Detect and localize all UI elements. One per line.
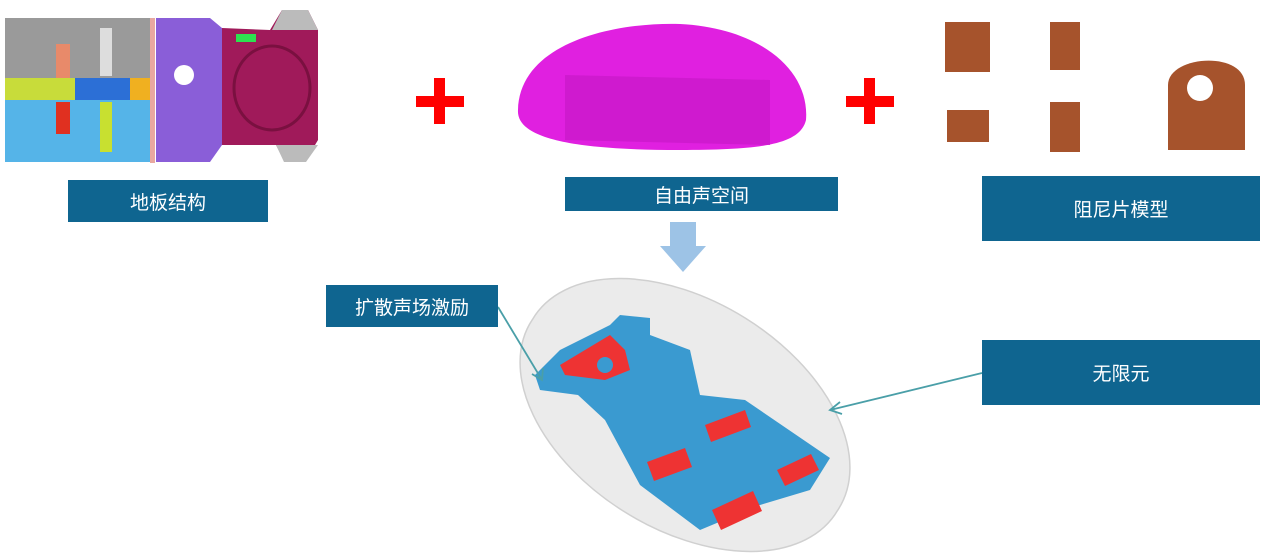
pointer-arrow-icon [828, 372, 983, 415]
label-diffuse-field-excitation: 扩散声场激励 [326, 285, 498, 327]
floor-structure-model [5, 10, 318, 163]
free-sound-space-dome [517, 23, 807, 150]
label-floor-structure: 地板结构 [68, 180, 268, 222]
plus-icon [416, 78, 464, 124]
label-infinite-element: 无限元 [982, 340, 1260, 405]
pointer-arrow-icon [497, 306, 544, 382]
infinite-element-model [519, 277, 851, 553]
plus-icon [846, 78, 894, 124]
label-damping-sheet-model: 阻尼片模型 [982, 176, 1260, 241]
damping-sheet-models [945, 22, 1245, 152]
label-free-sound-space: 自由声空间 [565, 177, 838, 211]
down-arrow-icon [660, 222, 706, 272]
